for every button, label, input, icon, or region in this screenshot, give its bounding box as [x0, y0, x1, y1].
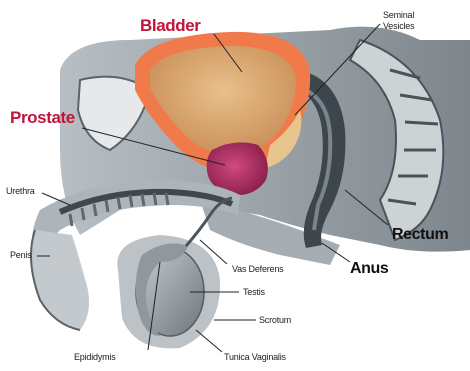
label-epididymis: Epididymis	[74, 352, 116, 362]
label-anus: Anus	[350, 260, 388, 278]
label-tunica-vaginalis: Tunica Vaginalis	[224, 352, 286, 362]
leader-tunica	[196, 330, 222, 352]
label-scrotum: Scrotum	[259, 315, 291, 325]
label-prostate: Prostate	[10, 108, 75, 128]
label-penis: Penis	[10, 250, 32, 260]
label-seminal-vesicles-line2: Vesicles	[383, 21, 414, 31]
penis-body	[31, 230, 89, 330]
label-vas-deferens: Vas Deferens	[232, 264, 283, 274]
label-bladder: Bladder	[140, 16, 201, 36]
label-rectum: Rectum	[392, 226, 448, 244]
label-testis: Testis	[243, 287, 265, 297]
label-seminal-vesicles-line1: Seminal	[383, 10, 414, 20]
label-urethra: Urethra	[6, 186, 35, 196]
